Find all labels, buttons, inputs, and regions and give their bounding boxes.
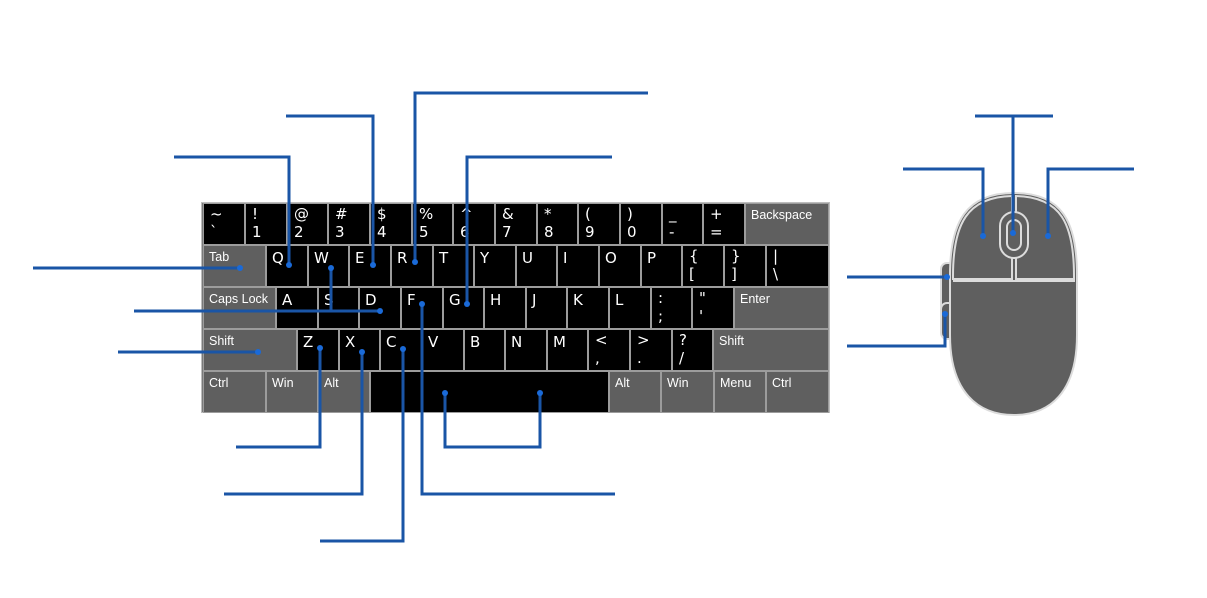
key-base-symbol: ' <box>699 307 704 325</box>
key-base-symbol: . <box>637 349 642 367</box>
key--[interactable]: }] <box>724 245 766 287</box>
key-label: C <box>386 333 397 351</box>
key-shift-symbol: : <box>658 289 664 307</box>
key-base-symbol: ; <box>658 307 664 325</box>
key-label: L <box>615 291 624 309</box>
key-shift-symbol: } <box>731 247 741 265</box>
key--4[interactable]: $4 <box>370 203 412 245</box>
key--[interactable]: :; <box>651 287 692 329</box>
key--[interactable]: {[ <box>682 245 724 287</box>
key-shift-symbol: _ <box>669 205 677 223</box>
key-label: X <box>345 333 356 351</box>
key-shift-symbol: + <box>710 205 723 223</box>
key-label: R <box>397 249 408 267</box>
key-win[interactable]: Win <box>661 371 714 413</box>
key--[interactable]: += <box>703 203 745 245</box>
key-base-symbol: / <box>679 349 685 367</box>
key-shift-symbol: | <box>773 247 779 265</box>
key-backspace[interactable]: Backspace <box>745 203 829 245</box>
key-shift[interactable]: Shift <box>713 329 829 371</box>
key-label: Ctrl <box>209 376 229 390</box>
key-base-symbol: [ <box>689 265 695 283</box>
key-shift-symbol: $ <box>377 205 387 223</box>
key-label: Win <box>667 376 689 390</box>
key-label: F <box>407 291 416 309</box>
key-base-symbol: ] <box>731 265 737 283</box>
key-label: Backspace <box>751 208 813 222</box>
key--[interactable]: ?/ <box>672 329 713 371</box>
key-base-symbol: \ <box>773 265 779 283</box>
key-base-symbol: - <box>669 223 675 241</box>
key--[interactable]: "' <box>692 287 734 329</box>
key-enter[interactable]: Enter <box>734 287 829 329</box>
key-label: Ctrl <box>772 376 792 390</box>
key--[interactable]: _- <box>662 203 703 245</box>
key-shift-symbol: { <box>689 247 699 265</box>
key--[interactable]: >. <box>630 329 672 371</box>
key--[interactable]: |\ <box>766 245 829 287</box>
key-shift-symbol: ? <box>679 331 687 349</box>
key-shift-symbol: " <box>699 289 706 307</box>
key-label: Alt <box>615 376 630 390</box>
key-label: G <box>449 291 461 309</box>
key-label: Shift <box>719 334 745 348</box>
key-shift-symbol: > <box>637 331 650 349</box>
key-base-symbol: = <box>710 223 723 241</box>
key-menu[interactable]: Menu <box>714 371 766 413</box>
key-l[interactable]: L <box>609 287 651 329</box>
key-ctrl[interactable]: Ctrl <box>766 371 829 413</box>
key-base-symbol: 4 <box>377 223 387 241</box>
key-label: Menu <box>720 376 752 390</box>
mouse-scroll-wheel[interactable] <box>1006 219 1022 251</box>
key-label: Enter <box>740 292 770 306</box>
key-label: Z <box>303 333 314 351</box>
key-label: Shift <box>209 334 235 348</box>
key-label: P <box>647 249 657 267</box>
key-alt[interactable]: Alt <box>609 371 661 413</box>
